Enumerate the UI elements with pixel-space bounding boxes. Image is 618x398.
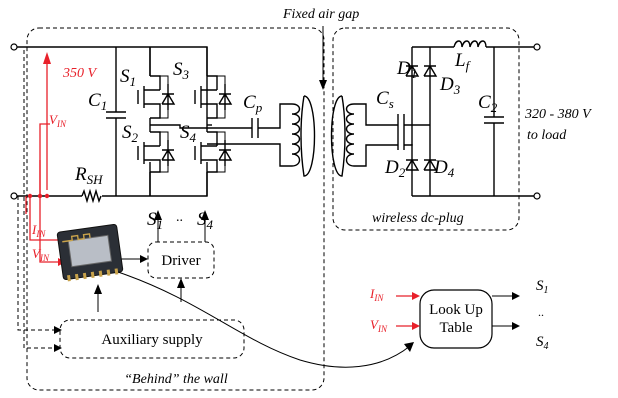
cs-label: Cs xyxy=(376,88,394,111)
vin-left-label: VIN xyxy=(32,246,50,263)
cs-capacitor xyxy=(397,114,405,150)
c2-capacitor xyxy=(484,47,504,196)
transformer-secondary xyxy=(330,95,355,177)
driver-label: Driver xyxy=(161,253,200,269)
input-terminal-negative xyxy=(10,192,18,200)
mosfet-s1 xyxy=(137,75,176,119)
iin-left-label: IIN xyxy=(31,222,46,239)
transformer-primary xyxy=(291,95,316,177)
wireless-plug-label: wireless dc-plug xyxy=(372,211,464,226)
s2-label: S2 xyxy=(122,122,139,145)
shunt-resistor xyxy=(81,188,102,204)
rsh-label: RSH xyxy=(74,164,103,187)
driver-input-dots: .. xyxy=(176,210,183,225)
driver-input-s4-label: S4 xyxy=(197,209,214,232)
output-terminal-negative xyxy=(533,192,541,200)
lut-label-line2: Table xyxy=(439,320,472,336)
d1-label: D1 xyxy=(396,58,417,81)
auxiliary-supply-block xyxy=(59,319,245,359)
aux-supply-label: Auxiliary supply xyxy=(101,332,203,348)
c1-label: C1 xyxy=(88,90,107,113)
d2-label: D2 xyxy=(384,157,406,180)
cp-label: Cp xyxy=(243,92,263,115)
vin-upper-label: VIN xyxy=(49,112,67,129)
output-s4-label: S4 xyxy=(536,334,549,352)
to-load-label: to load xyxy=(527,128,567,143)
microcontroller-module xyxy=(56,223,124,282)
driver-input-s1-label: S1 xyxy=(147,209,163,232)
output-terminal-positive xyxy=(533,43,541,51)
diode-d3 xyxy=(423,64,438,77)
mosfet-s4 xyxy=(194,131,233,173)
diode-d1 xyxy=(405,64,420,77)
output-dots: .. xyxy=(538,305,544,319)
vin-right-label: VIN xyxy=(370,317,388,334)
s4-label: S4 xyxy=(180,122,197,145)
voltage-350-label: 350 V xyxy=(62,66,98,81)
d4-label: D4 xyxy=(433,157,455,180)
lut-label-line1: Look Up xyxy=(429,302,483,318)
diode-d2 xyxy=(405,158,420,171)
look-up-table-block xyxy=(419,289,493,349)
mosfet-s2 xyxy=(137,131,176,173)
behind-wall-region xyxy=(26,27,325,391)
s3-label: S3 xyxy=(173,59,190,82)
c2-label: C2 xyxy=(478,92,498,115)
d3-label: D3 xyxy=(439,74,461,97)
mosfet-s3 xyxy=(194,75,233,119)
input-terminal-positive xyxy=(10,43,18,51)
diode-d4 xyxy=(423,158,438,171)
s1-label: S1 xyxy=(120,66,136,89)
wireless-plug-region xyxy=(332,27,520,231)
c1-capacitor xyxy=(106,47,126,196)
lf-label: Lf xyxy=(454,50,472,73)
cp-capacitor xyxy=(251,103,292,138)
air-gap-label: Fixed air gap xyxy=(282,7,359,22)
output-s1-label: S1 xyxy=(536,278,549,296)
output-voltage-label: 320 - 380 V xyxy=(524,107,592,122)
module-to-lut-link xyxy=(117,271,411,368)
behind-wall-label: “Behind” the wall xyxy=(124,372,228,387)
lf-inductor xyxy=(453,40,487,48)
iin-right-label: IIN xyxy=(369,286,384,303)
